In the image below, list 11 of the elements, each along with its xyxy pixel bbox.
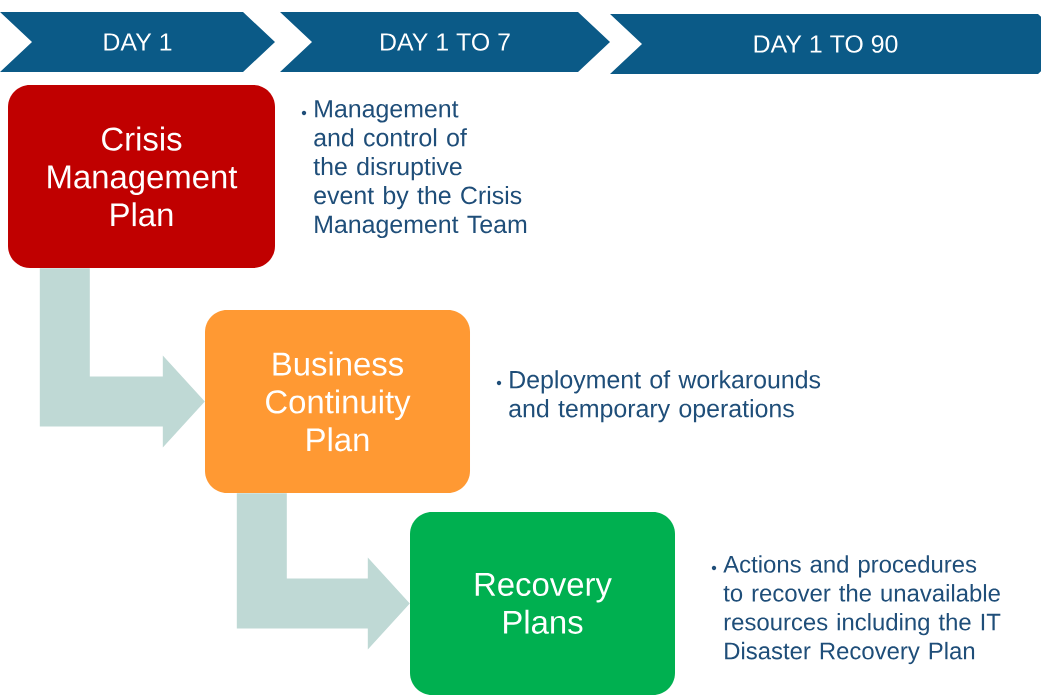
timeline-step: DAY 1 — [0, 12, 275, 72]
plan-box: Crisis Management Plan — [8, 85, 275, 268]
description-text: Actions and procedures to recover the unavailable resources including the IT Disaster Recovery Plan — [723, 555, 1001, 665]
plan-box: Recovery Plans — [410, 512, 675, 695]
description-text: Management and control of the disruptive event by the Crisis Management Team — [313, 100, 527, 239]
timeline-step: DAY 1 TO 90 — [610, 14, 1041, 74]
description-text: Deployment of workarounds and temporary operations — [509, 370, 821, 423]
timeline-step: DAY 1 TO 7 — [280, 12, 610, 72]
bent-arrow — [39, 268, 205, 448]
plan-box: Business Continuity Plan — [205, 310, 470, 493]
bent-arrow — [236, 493, 410, 650]
